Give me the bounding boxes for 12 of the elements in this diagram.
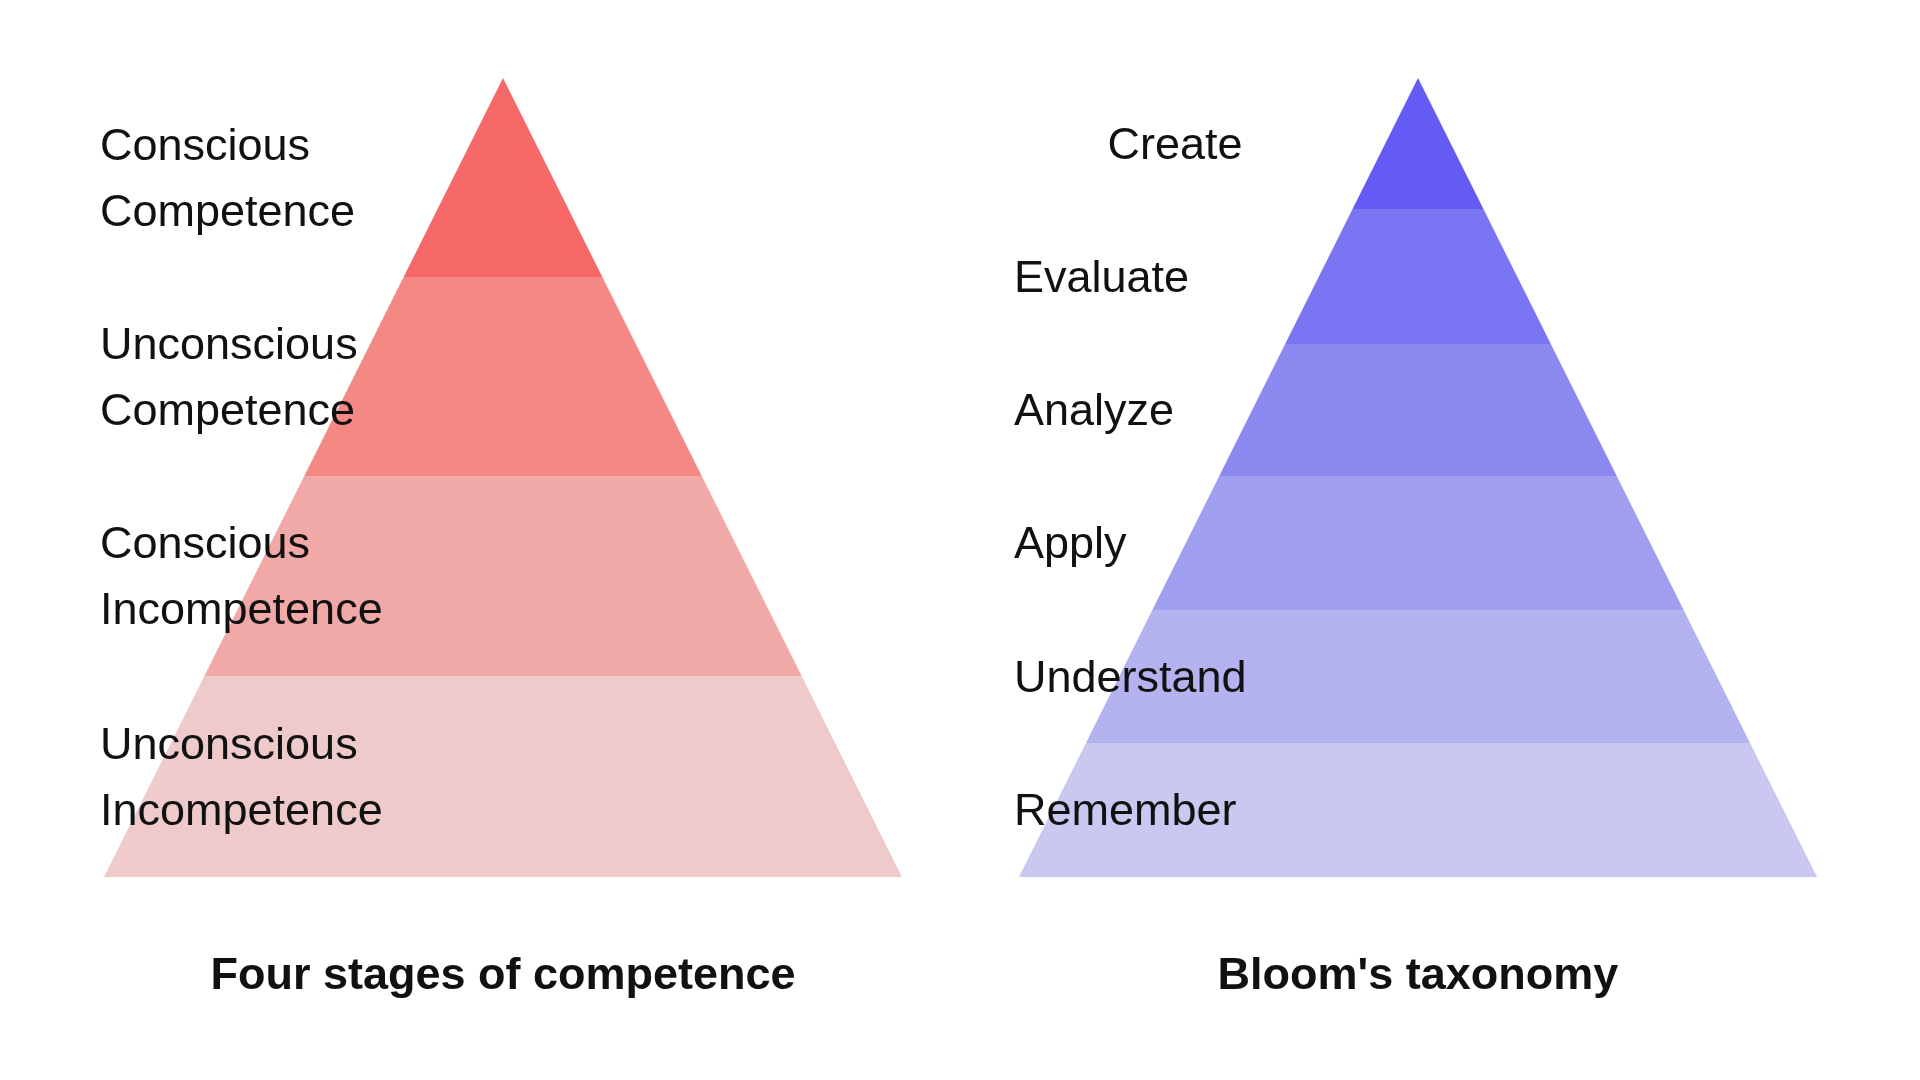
- level-label: Conscious Competence: [100, 117, 357, 238]
- level-label: Unconscious Competence: [100, 316, 359, 437]
- diagram-caption: Four stages of competence: [210, 948, 796, 1000]
- level-label: Unconscious Incompetence: [100, 716, 384, 837]
- level-label: Remember: [1014, 783, 1237, 837]
- level-label: Create: [1107, 116, 1243, 171]
- level-label: Conscious Incompetence: [100, 516, 384, 636]
- level-label: Understand: [1014, 649, 1247, 704]
- level-label: Apply: [1014, 516, 1127, 570]
- level-label: Evaluate: [1014, 249, 1190, 304]
- diagram-caption: Bloom's taxonomy: [1217, 948, 1619, 1000]
- level-label: Analyze: [1014, 383, 1175, 437]
